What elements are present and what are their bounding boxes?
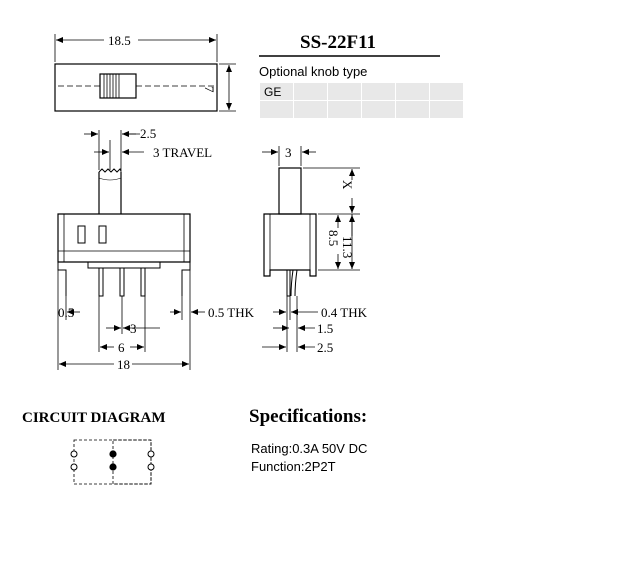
circuit-diagram [70, 439, 155, 485]
dim-x-label: X [340, 180, 355, 190]
dim-pin-side-1-label: 1.5 [317, 321, 333, 336]
table-cell [259, 100, 294, 119]
table-cell [395, 100, 430, 119]
table-row: GE [259, 82, 464, 101]
knob-type-heading: Optional knob type [259, 64, 368, 79]
terminal-icon [70, 463, 78, 471]
top-view-body [54, 63, 218, 112]
dim-total-height-label: 11.3 [340, 236, 355, 258]
terminal-icon [147, 463, 155, 471]
dim-body-height-label: 8.5 [326, 230, 341, 246]
table-row [259, 100, 464, 119]
table-cell [327, 100, 362, 119]
dim-travel-label: 3 TRAVEL [153, 145, 212, 160]
dim-pin-thk-front-label: 0.5 THK [208, 305, 255, 320]
top-view-knob [99, 73, 137, 99]
table-cell [327, 82, 362, 101]
dim-height-label: 7 [202, 86, 217, 93]
common-terminal-icon [109, 463, 117, 471]
table-cell [361, 100, 396, 119]
circuit-right-frame [112, 439, 152, 485]
table-cell [361, 82, 396, 101]
dim-side-knob-label: 3 [285, 145, 292, 160]
circuit-diagram-title: CIRCUIT DIAGRAM [22, 410, 166, 426]
table-cell [395, 82, 430, 101]
table-cell [429, 100, 464, 119]
dim-pin-span-label: 6 [118, 340, 125, 355]
part-number-title: SS-22F11 [300, 32, 377, 53]
dim-pin-pitch-label: 3 [130, 321, 137, 336]
common-terminal-icon [109, 450, 117, 458]
front-view [57, 130, 205, 370]
table-cell [293, 82, 328, 101]
table-cell: GE [259, 82, 294, 101]
specifications-title: Specifications: [249, 406, 368, 427]
top-view [54, 34, 236, 112]
dim-pin-side-2-label: 2.5 [317, 340, 333, 355]
dim-knob-width-label: 2.5 [140, 126, 156, 141]
dim-pin-thk-side-label: 0.4 THK [321, 305, 368, 320]
side-view [262, 146, 360, 352]
terminal-icon [147, 450, 155, 458]
table-cell [293, 100, 328, 119]
terminal-icon [70, 450, 78, 458]
dim-width-label: 18.5 [108, 33, 131, 48]
circuit-left-frame [73, 439, 152, 485]
knob-type-table: GE [259, 82, 464, 119]
spec-function: Function:2P2T [251, 459, 336, 474]
spec-rating: Rating:0.3A 50V DC [251, 441, 368, 456]
dim-overall-label: 18 [117, 357, 130, 372]
table-cell [429, 82, 464, 101]
top-view-knob-ridges [103, 74, 120, 98]
dim-pin-left-label: 0.5 [58, 305, 74, 320]
